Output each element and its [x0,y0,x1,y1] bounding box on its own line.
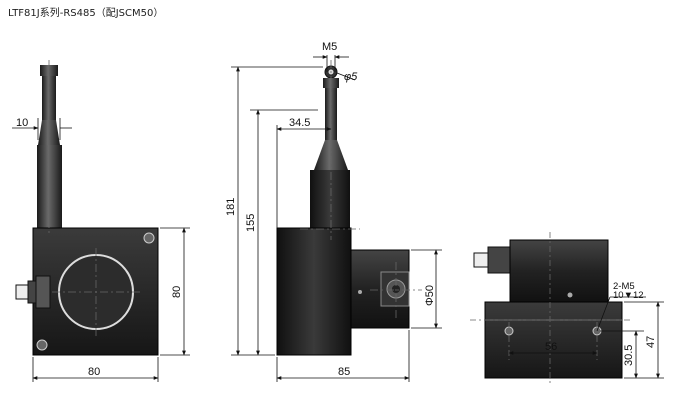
front-view: 10 80 80 [12,60,190,382]
sensor-body-side [276,227,352,356]
side-view: M5 φ5 181 155 34.5 85 [225,41,442,382]
dim-phi50: Φ50 [424,285,436,306]
dim-10: 10 [16,117,28,129]
dim-56: 56 [545,341,557,353]
dim-M5: M5 [322,41,337,53]
encoder-housing-top [509,239,609,303]
cable-end [15,284,29,300]
dim-85: 85 [338,366,350,378]
rod-tip [40,65,58,76]
center-lines [48,60,140,336]
dim-30-5: 30.5 [623,345,635,366]
dim-34-5: 34.5 [289,117,310,129]
screw-icon [567,292,573,298]
screw-icon [143,232,155,244]
rod-taper [314,140,348,170]
screw-icon [36,339,48,351]
base-view: 56 2-M5 10▼12 30.5 47 [470,232,664,386]
dim-155: 155 [245,214,257,232]
dim-10-depth-12: 10▼12 [613,290,644,301]
base-plate [484,301,623,379]
dim-phi5: φ5 [344,71,358,83]
dim-2-M5: 2-M5 [613,281,635,292]
dim-181: 181 [225,198,237,216]
dim-80-width: 80 [88,366,100,378]
screw-icon [358,290,362,294]
rod-taper [38,120,60,145]
rod-tube [37,145,62,228]
dim-47: 47 [645,336,657,348]
rod-tube [310,170,350,228]
cable-end [473,252,489,268]
dim-80-height: 80 [171,286,183,298]
cable-gland-nut [35,275,51,309]
cable-gland [487,246,511,274]
diagram-title: LTF81J系列-RS485（配JSCM50） [8,8,164,19]
